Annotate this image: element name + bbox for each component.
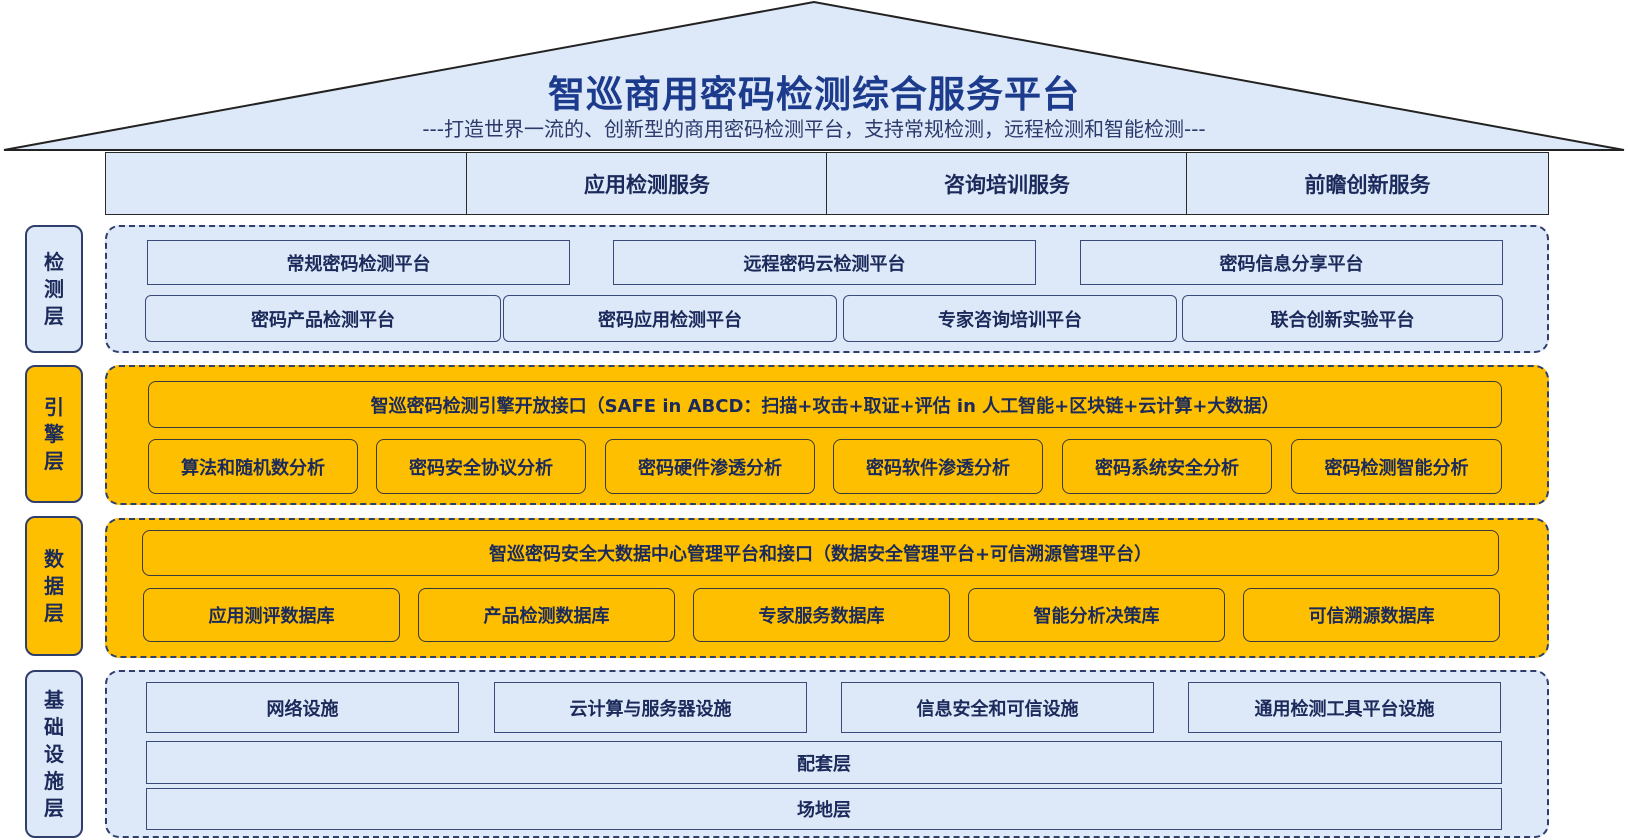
detection-platform: 联合创新实验平台 — [1182, 295, 1503, 342]
service-box-application: 应用检测服务 — [466, 152, 828, 215]
data-center-interface: 智巡密码安全大数据中心管理平台和接口（数据安全管理平台+可信溯源管理平台） — [142, 530, 1499, 576]
engine-analysis-item: 算法和随机数分析 — [148, 439, 358, 494]
side-label-engine: 引擎层 — [25, 365, 83, 503]
service-box-empty — [105, 152, 468, 215]
service-box-innovation: 前瞻创新服务 — [1186, 152, 1549, 215]
service-box-consulting: 咨询培训服务 — [826, 152, 1188, 215]
database-item: 产品检测数据库 — [418, 588, 675, 642]
database-item: 可信溯源数据库 — [1243, 588, 1500, 642]
page-subtitle: ---打造世界一流的、创新型的商用密码检测平台，支持常规检测，远程检测和智能检测… — [422, 117, 1206, 141]
side-label-detection: 检测层 — [25, 225, 83, 353]
engine-analysis-item: 密码检测智能分析 — [1291, 439, 1502, 494]
site-layer-bar: 场地层 — [146, 788, 1502, 830]
detection-platform: 密码应用检测平台 — [503, 295, 837, 342]
database-item: 应用测评数据库 — [143, 588, 400, 642]
detection-platform: 远程密码云检测平台 — [613, 240, 1036, 285]
database-item: 智能分析决策库 — [968, 588, 1225, 642]
engine-interface: 智巡密码检测引擎开放接口（SAFE in ABCD：扫描+攻击+取证+评估 in… — [148, 381, 1502, 428]
infrastructure-item: 云计算与服务器设施 — [494, 682, 807, 733]
infrastructure-item: 信息安全和可信设施 — [841, 682, 1154, 733]
engine-analysis-item: 密码安全协议分析 — [376, 439, 586, 494]
detection-platform: 密码产品检测平台 — [145, 295, 501, 342]
infrastructure-item: 通用检测工具平台设施 — [1188, 682, 1501, 733]
detection-platform: 专家咨询培训平台 — [843, 295, 1177, 342]
database-item: 专家服务数据库 — [693, 588, 950, 642]
roof-shape — [3, 0, 1625, 151]
support-layer-bar: 配套层 — [146, 741, 1502, 784]
page-title: 智巡商用密码检测综合服务平台 — [548, 73, 1080, 116]
infrastructure-item: 网络设施 — [146, 682, 459, 733]
engine-analysis-item: 密码系统安全分析 — [1062, 439, 1272, 494]
side-label-infrastructure: 基础设施层 — [25, 670, 83, 838]
side-label-data: 数据层 — [25, 516, 83, 656]
engine-analysis-item: 密码软件渗透分析 — [833, 439, 1043, 494]
engine-analysis-item: 密码硬件渗透分析 — [605, 439, 815, 494]
detection-platform: 密码信息分享平台 — [1080, 240, 1503, 285]
detection-platform: 常规密码检测平台 — [147, 240, 570, 285]
